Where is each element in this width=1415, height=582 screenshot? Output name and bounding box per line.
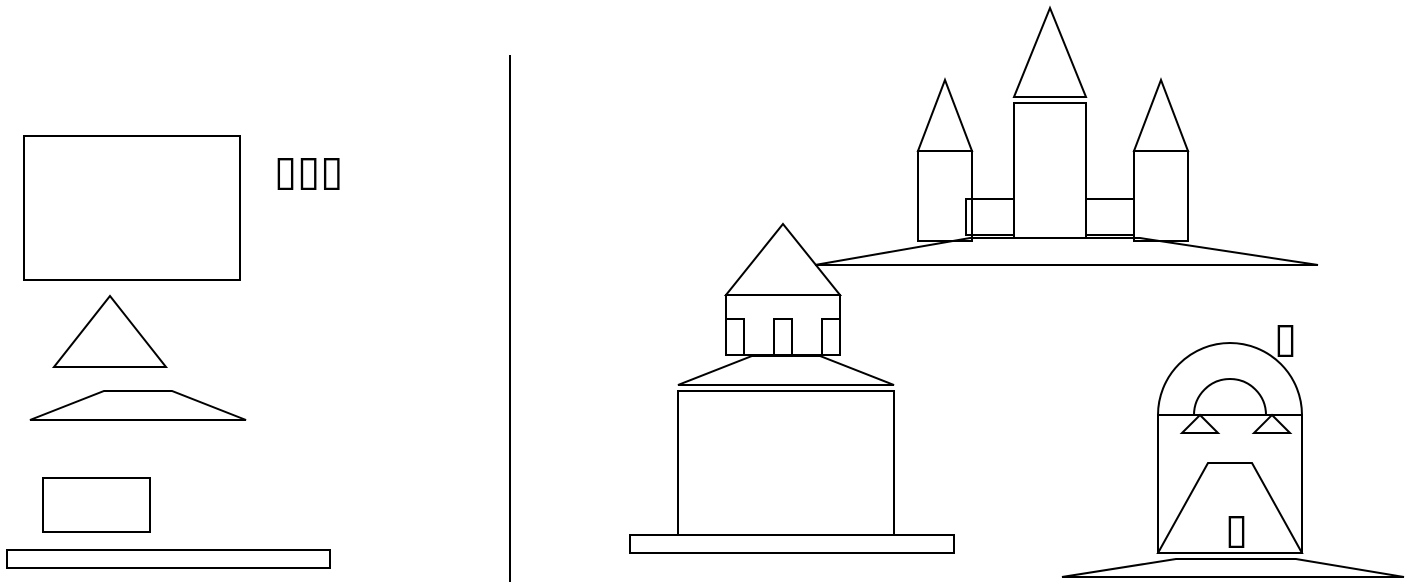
small-rectangle <box>43 478 150 532</box>
flat-trapezoid <box>30 391 246 420</box>
large-rectangle <box>24 136 240 280</box>
castle-center-tower <box>1014 103 1086 238</box>
shape-inventory: ▯▯▯ <box>7 136 343 568</box>
arch-inner-semicircle <box>1194 379 1266 415</box>
top-label-text: ▯▯▯ <box>274 146 343 195</box>
small-triangle <box>54 296 166 367</box>
castle-right-tower <box>1134 151 1188 241</box>
arch-left-small-triangle <box>1182 415 1218 433</box>
house-window-middle <box>774 319 792 355</box>
house-roof-triangle <box>726 224 840 295</box>
castle-left-tower <box>918 151 972 241</box>
castle-left-roof <box>918 80 972 151</box>
castle-right-roof <box>1134 80 1188 151</box>
castle-center-roof <box>1014 8 1086 97</box>
semicircle-label-text: ▯ <box>1274 313 1297 362</box>
arch-base-trapezoid <box>1062 559 1404 577</box>
arch-label-text: ▯ <box>1225 504 1248 553</box>
house-base-bar <box>630 535 954 553</box>
arch-right-small-triangle <box>1254 415 1290 433</box>
castle-figure <box>815 8 1318 265</box>
long-bar <box>7 550 330 568</box>
arch-figure: ▯ ▯ <box>1062 313 1404 577</box>
house-eave-trapezoid <box>678 356 894 385</box>
house-figure <box>630 224 954 553</box>
castle-right-wall <box>1086 199 1134 235</box>
castle-base-trapezoid <box>815 238 1318 265</box>
castle-left-wall <box>966 199 1014 235</box>
house-window-right <box>822 319 840 355</box>
house-body <box>678 391 894 535</box>
house-window-left <box>726 319 744 355</box>
